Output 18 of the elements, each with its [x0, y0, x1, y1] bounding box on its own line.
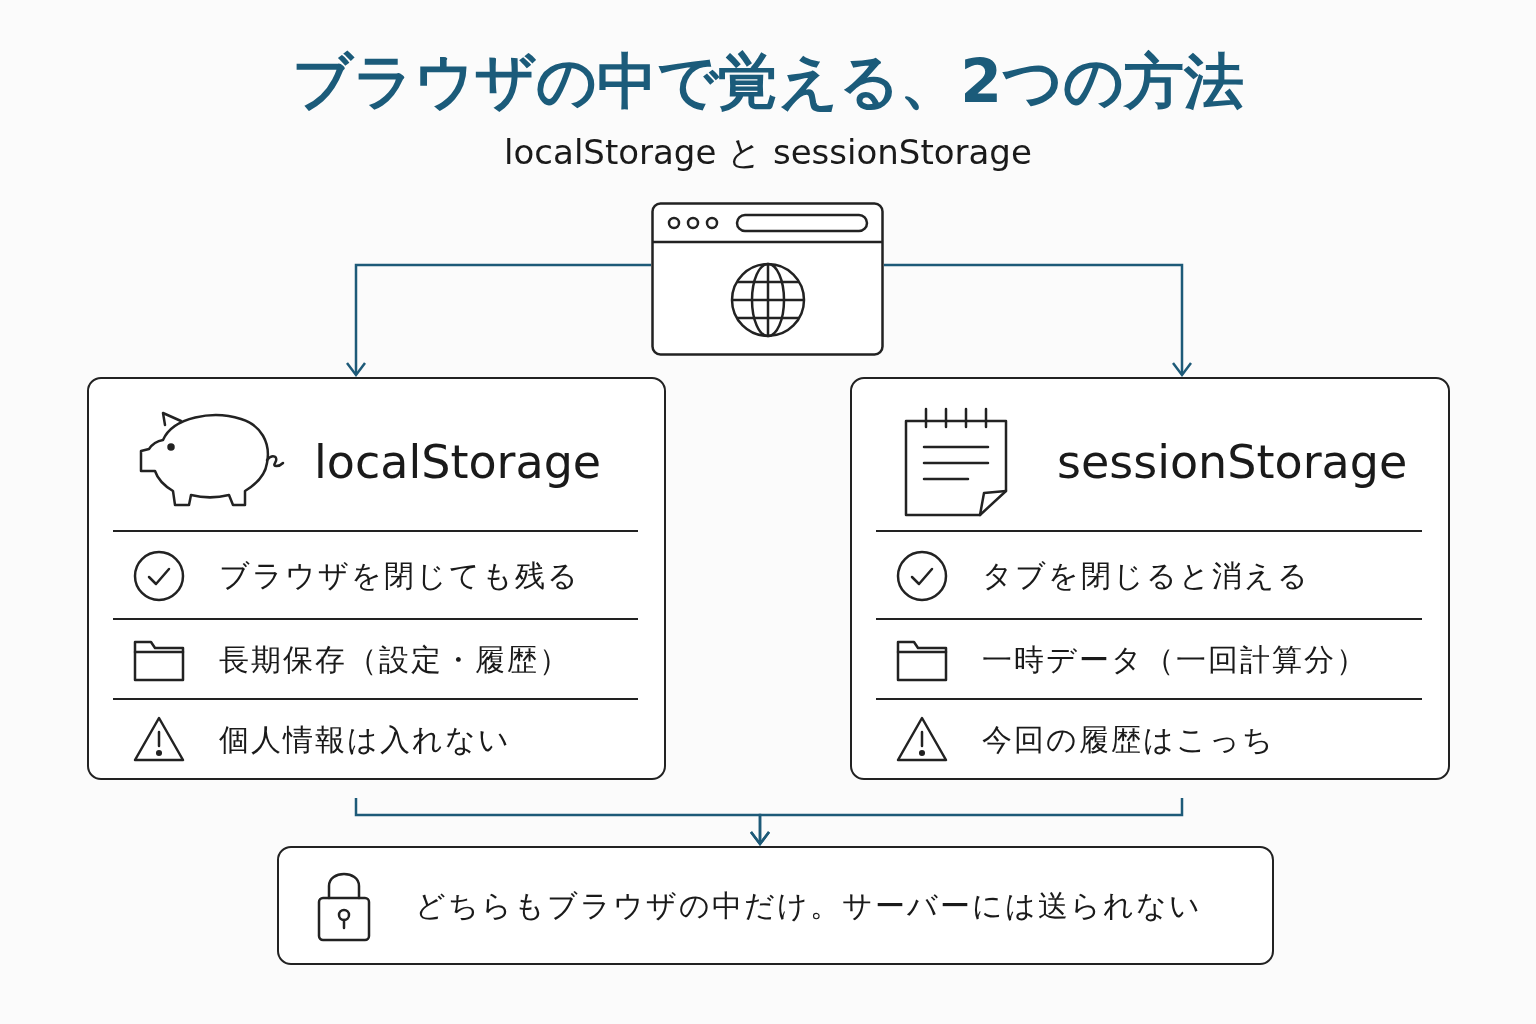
note-box: [277, 846, 1274, 965]
list-item-text: 一時データ（一回計算分）: [982, 641, 1368, 679]
connector-arrow: [345, 263, 651, 377]
storage-panel: [87, 377, 666, 780]
list-item-text: ブラウザを閉じても残る: [219, 557, 580, 595]
connector-arrow: [749, 798, 1184, 846]
list-item-text: 個人情報は入れない: [219, 721, 511, 759]
list-item-text: タブを閉じると消える: [982, 557, 1310, 595]
list-item-text: 今回の履歴はこっち: [982, 721, 1275, 759]
storage-panel: [850, 377, 1450, 780]
note-text: どちらもブラウザの中だけ。サーバーには送られない: [415, 887, 1202, 925]
subtitle: localStorage と sessionStorage: [504, 131, 1032, 174]
connector-arrow: [884, 263, 1193, 377]
panel-heading: localStorage: [314, 435, 602, 489]
panel-heading: sessionStorage: [1057, 435, 1408, 489]
title: ブラウザの中で覚える、2つの方法: [292, 45, 1244, 118]
list-item-text: 長期保存（設定・履歴）: [219, 641, 571, 679]
browser-window-icon: [651, 202, 884, 356]
